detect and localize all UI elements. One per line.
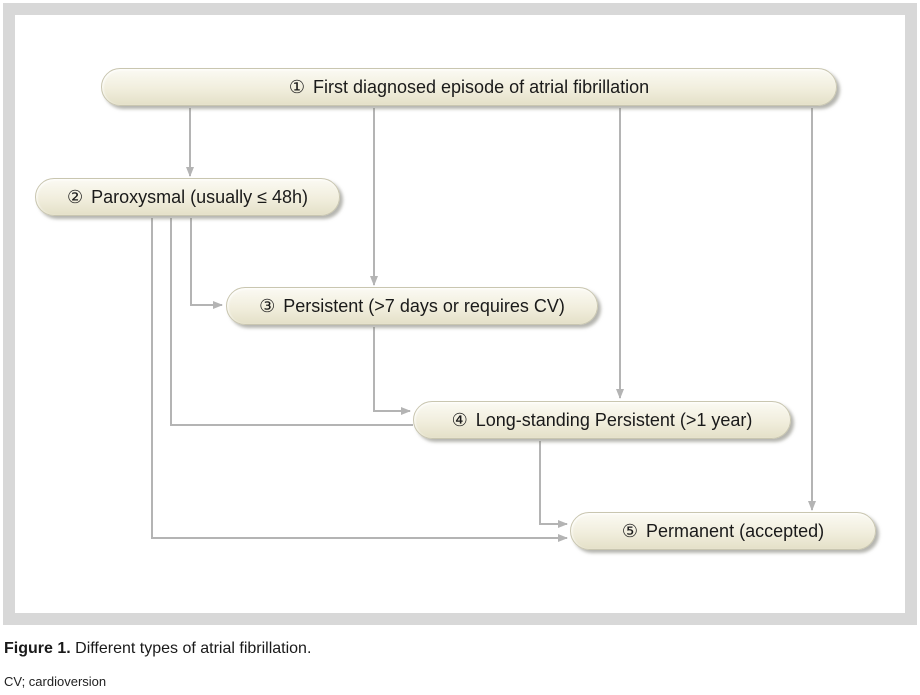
node-label: First diagnosed episode of atrial fibril…	[312, 76, 650, 97]
node-number: ③	[259, 295, 276, 316]
node-long-standing-persistent: ④ Long-standing Persistent (>1 year)	[413, 401, 791, 439]
node-label: Permanent	[646, 520, 735, 541]
node-number: ⑤	[621, 520, 639, 541]
node-number: ①	[288, 76, 305, 97]
node-paroxysmal: ② Paroxysmal (usually ≤ 48h)	[35, 178, 340, 216]
node-label: Paroxysmal	[91, 186, 186, 207]
footnote: CV; cardioversion	[4, 674, 107, 689]
node-number: ④	[451, 409, 468, 430]
node-label: Persistent	[283, 295, 364, 316]
node-persistent: ③ Persistent (>7 days or requires CV)	[226, 287, 598, 325]
figure-label: Figure 1.	[4, 640, 71, 657]
figure-caption-text: Different types of atrial fibrillation.	[75, 640, 312, 657]
figure-caption: Figure 1. Different types of atrial fibr…	[4, 640, 311, 658]
node-number: ②	[66, 186, 84, 207]
node-first-diagnosed: ① First diagnosed episode of atrial fibr…	[101, 68, 837, 106]
node-permanent: ⑤ Permanent (accepted)	[570, 512, 876, 550]
node-detail: (usually ≤ 48h)	[190, 186, 309, 207]
node-label: Long-standing Persistent	[475, 409, 675, 430]
node-detail: (>1 year)	[679, 409, 753, 430]
node-detail: (>7 days or requires CV)	[368, 295, 565, 316]
node-detail: (accepted)	[739, 520, 825, 541]
